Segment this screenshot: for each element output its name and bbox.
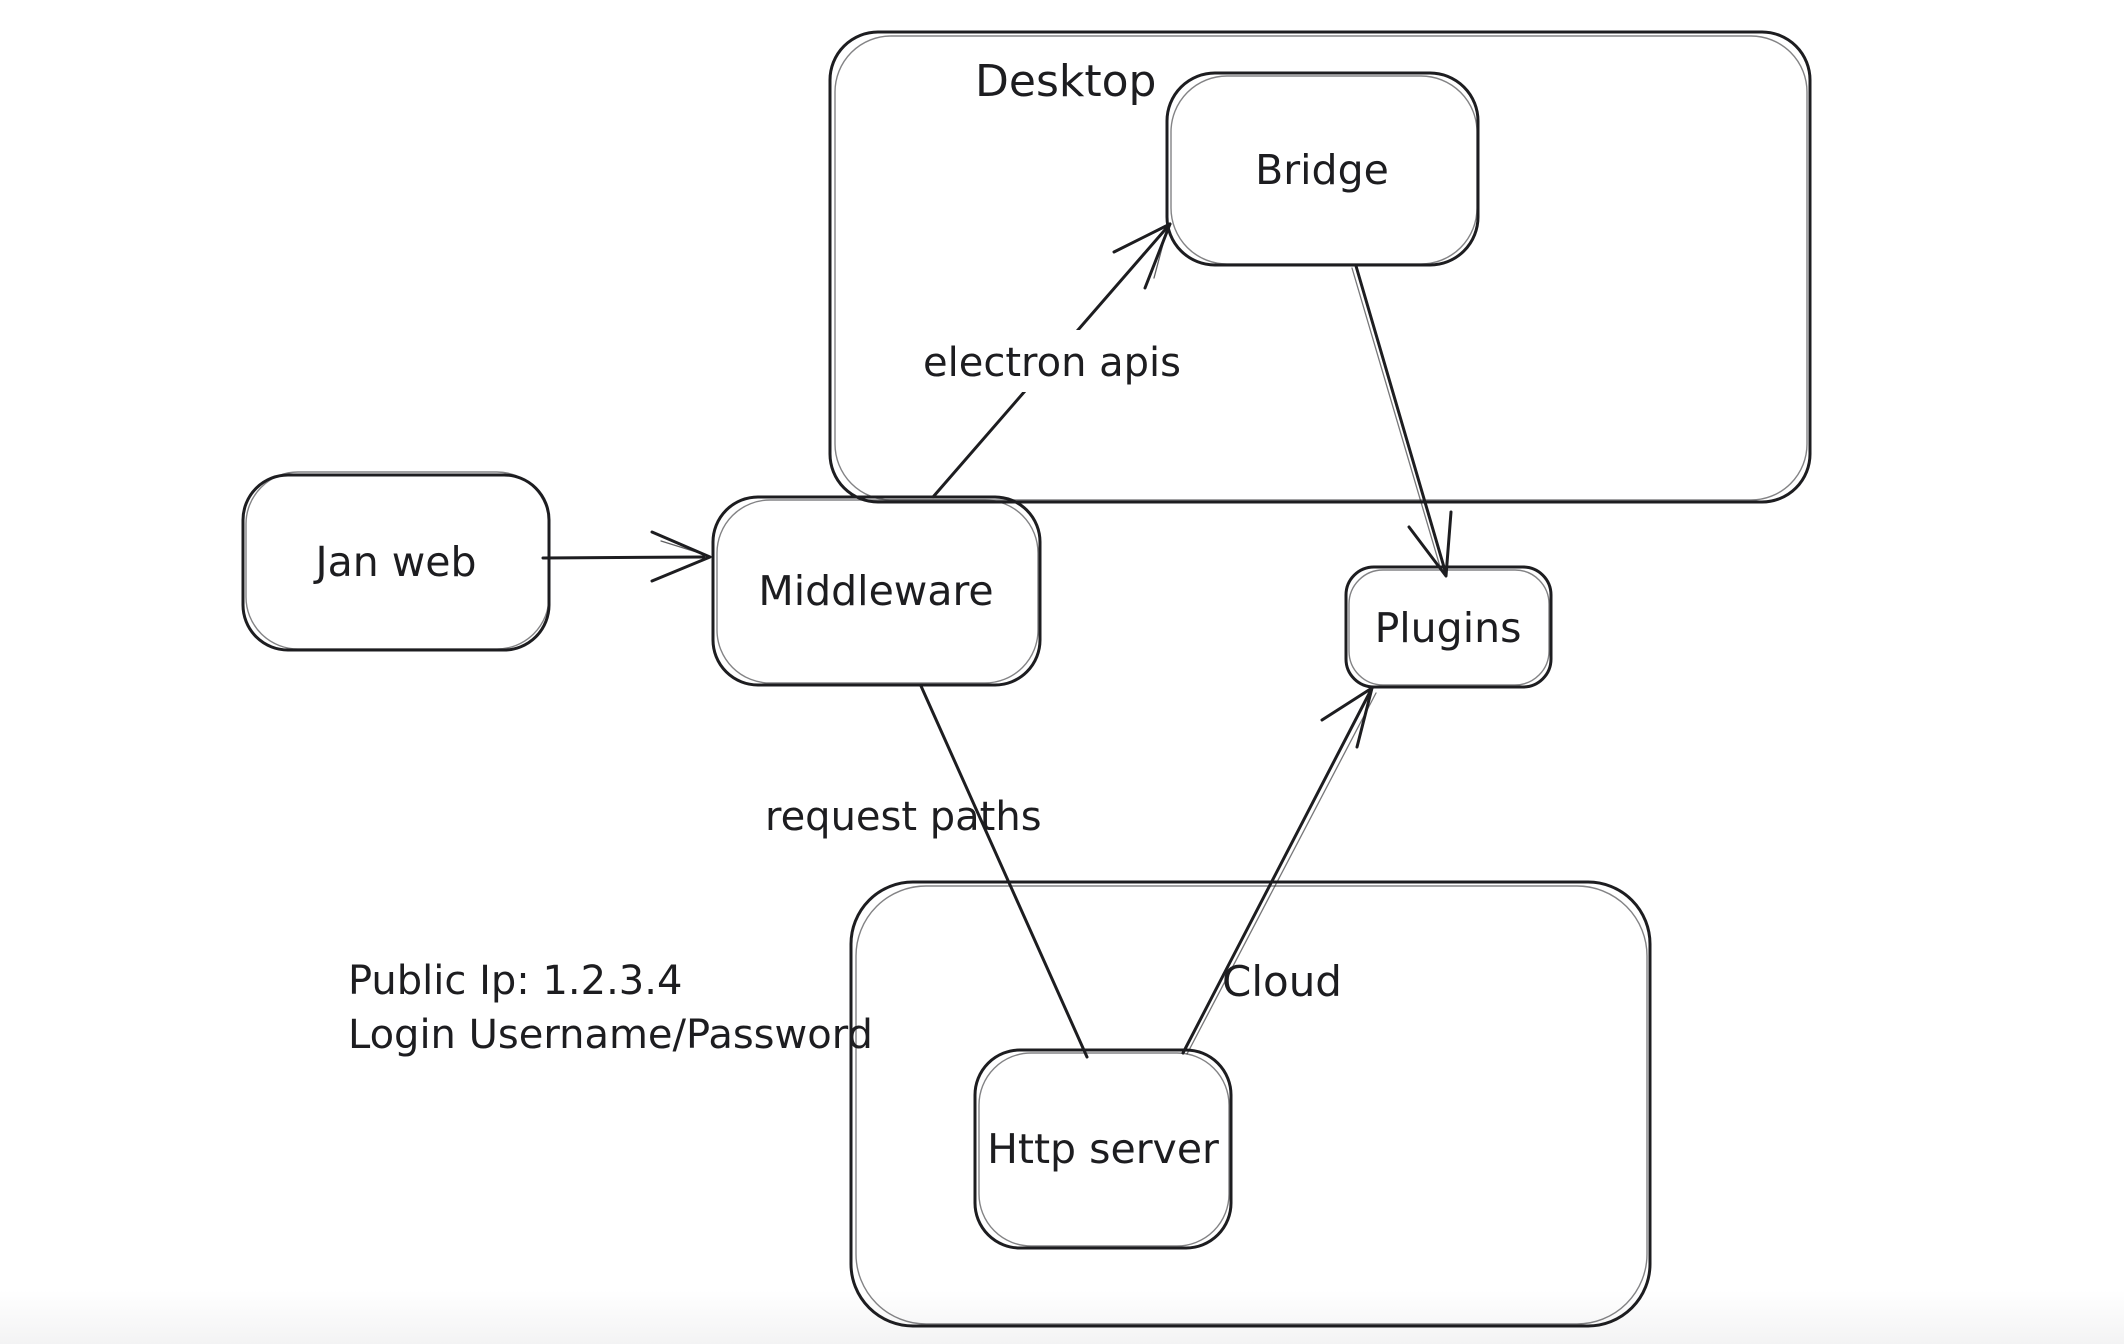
- bridge-box: [1165, 71, 1480, 267]
- jan-web-box-sketch-pass: [245, 471, 550, 650]
- cloud-container-label: Cloud: [1222, 957, 1342, 1006]
- login-credentials-text: Login Username/Password: [348, 1012, 873, 1058]
- node-middleware: Middleware: [711, 495, 1042, 687]
- container-cloud: [849, 880, 1652, 1328]
- node-jan-web: Jan web: [241, 471, 551, 652]
- edge-jan-web-to-middleware: [541, 530, 712, 583]
- edge-middleware-http-shaft: [919, 684, 1089, 1059]
- jan-web-label: Jan web: [312, 538, 476, 586]
- middleware-label: Middleware: [758, 567, 993, 615]
- arrowhead-into-bridge-sketch: [1153, 228, 1168, 279]
- edge-bridge-plugins-sketch: [1351, 267, 1442, 571]
- container-desktop: Desktop: [828, 30, 1812, 504]
- edge-label-electron-apis: electron apis: [912, 330, 1192, 392]
- edge-bridge-plugins-shaft: [1354, 264, 1448, 576]
- electron-apis-label-mask: [912, 330, 1192, 392]
- cloud-container-sketch-pass: [855, 885, 1648, 1325]
- http-server-box-sketch-pass: [978, 1052, 1230, 1247]
- plugins-box: [1344, 565, 1553, 689]
- edge-middleware-to-http-server: [919, 684, 1089, 1059]
- public-ip-text: Public Ip: 1.2.3.4: [348, 958, 682, 1004]
- annotation-block: Public Ip: 1.2.3.4 Login Username/Passwo…: [348, 958, 873, 1058]
- node-plugins: Plugins: [1344, 565, 1553, 689]
- http-server-label: Http server: [987, 1125, 1219, 1173]
- node-bridge: Bridge: [1165, 71, 1480, 267]
- cloud-container-box: [849, 880, 1652, 1328]
- desktop-container-label: Desktop: [975, 56, 1156, 107]
- arrowhead-into-middleware: [650, 530, 712, 583]
- edge-http-server-to-plugins: [1181, 686, 1377, 1055]
- arrowhead-into-bridge: [1112, 222, 1172, 290]
- edge-bridge-to-plugins: [1351, 264, 1453, 578]
- middleware-box: [711, 495, 1042, 687]
- node-http-server: Http server: [973, 1048, 1233, 1250]
- arrowhead-into-middleware-sketch: [660, 540, 707, 556]
- http-server-box: [973, 1048, 1233, 1250]
- desktop-container-box: [828, 30, 1812, 504]
- bridge-label: Bridge: [1255, 146, 1389, 194]
- arrowhead-into-plugins-top: [1407, 510, 1453, 578]
- arrowhead-into-plugins-bottom: [1320, 686, 1374, 749]
- edge-http-plugins-shaft: [1181, 686, 1374, 1055]
- edge-http-plugins-sketch: [1186, 692, 1377, 1055]
- middleware-box-sketch-pass: [716, 499, 1039, 684]
- electron-apis-label-text: electron apis: [923, 340, 1181, 386]
- edge-jan-web-middleware-shaft: [541, 555, 706, 560]
- plugins-label: Plugins: [1375, 604, 1522, 652]
- bridge-box-sketch-pass: [1170, 75, 1478, 265]
- desktop-container-sketch-pass: [834, 35, 1808, 501]
- request-paths-label-text: request paths: [765, 794, 1042, 840]
- plugins-box-sketch-pass: [1348, 569, 1550, 686]
